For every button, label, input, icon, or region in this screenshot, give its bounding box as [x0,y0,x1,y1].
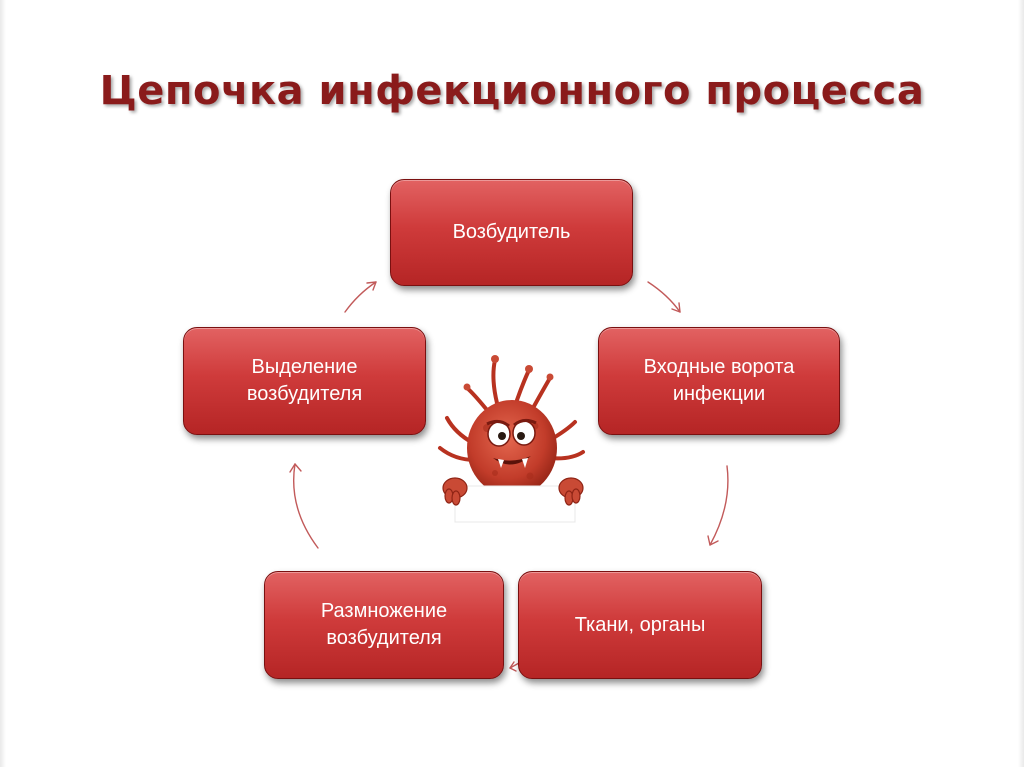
slide-title: Цепочка инфекционного процесса [99,68,925,114]
arrow-5-to-1 [344,281,377,313]
slide-edge-left [0,0,6,767]
node-tissues-organs-label: Ткани, органы [574,613,706,636]
node-reproduction: Размножение возбудителя [264,571,504,679]
node-reproduction-label: Размножение возбудителя [320,600,448,649]
arrow-2-to-3 [707,465,729,546]
node-entry-gate-label: Входные ворота инфекции [643,356,795,405]
arrow-4-to-5 [289,463,319,549]
node-pathogen: Возбудитель [390,179,633,286]
slide-edge-right [1018,0,1024,767]
microbe-mascot-icon [438,355,585,523]
node-tissues-organs: Ткани, органы [518,571,762,679]
node-excretion-label: Выделение возбудителя [246,356,363,405]
node-excretion: Выделение возбудителя [183,327,426,435]
node-entry-gate: Входные ворота инфекции [598,327,840,435]
node-pathogen-label: Возбудитель [452,221,571,243]
arrow-1-to-2 [647,281,681,313]
